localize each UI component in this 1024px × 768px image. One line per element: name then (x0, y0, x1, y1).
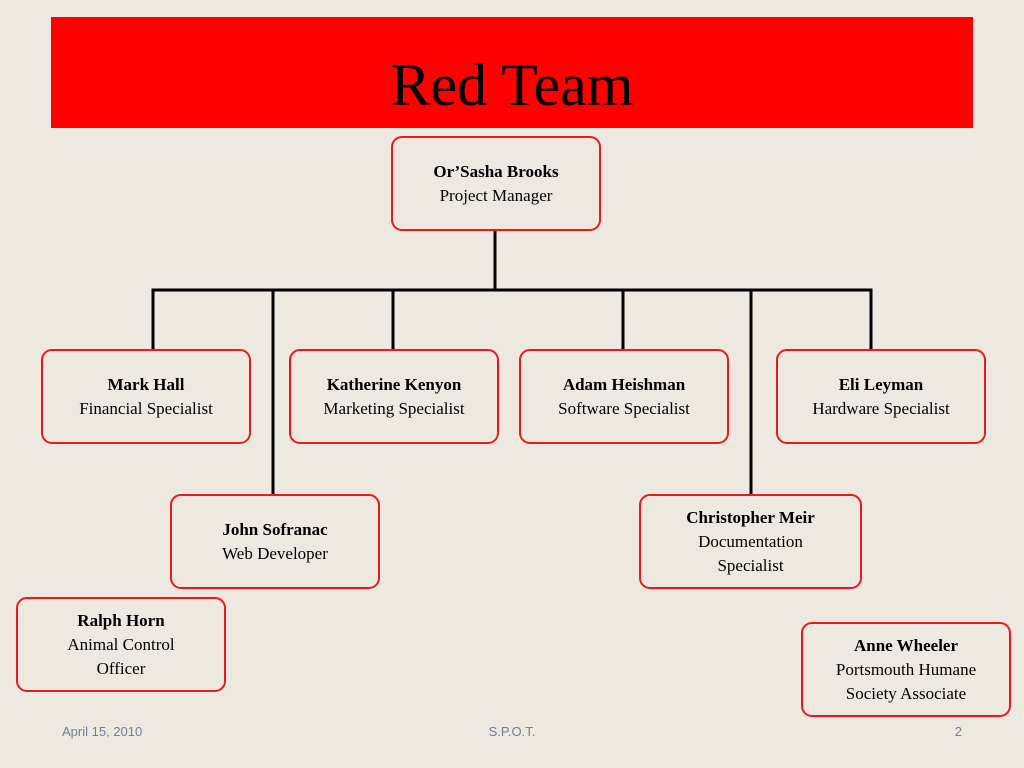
node-name: John Sofranac (222, 519, 328, 539)
node-role: Software Specialist (558, 398, 690, 418)
node-name: Mark Hall (107, 374, 185, 394)
node-role: Documentation Specialist (698, 531, 803, 575)
node-humane-society-associate: Anne Wheeler Portsmouth Humane Society A… (801, 622, 1011, 717)
node-name: Or’Sasha Brooks (433, 161, 559, 181)
node-role: Portsmouth Humane Society Associate (835, 659, 977, 703)
node-documentation-specialist: Christopher Meir Documentation Specialis… (639, 494, 862, 589)
node-role: Web Developer (222, 543, 328, 563)
node-hardware-specialist: Eli Leyman Hardware Specialist (776, 349, 986, 444)
node-role: Marketing Specialist (323, 398, 465, 418)
node-software-specialist: Adam Heishman Software Specialist (519, 349, 729, 444)
page-title: Red Team (390, 52, 634, 118)
node-role: Hardware Specialist (812, 398, 950, 418)
node-name: Eli Leyman (838, 374, 924, 394)
node-name: Anne Wheeler (853, 635, 959, 655)
node-animal-control-officer: Ralph Horn Animal Control Officer (16, 597, 226, 692)
node-project-manager: Or’Sasha Brooks Project Manager (391, 136, 601, 231)
node-name: Katherine Kenyon (326, 374, 462, 394)
node-name: Ralph Horn (77, 610, 165, 630)
footer-title: S.P.O.T. (488, 724, 536, 739)
node-role: Animal Control Officer (67, 634, 175, 678)
node-name: Christopher Meir (686, 507, 815, 527)
node-role: Financial Specialist (79, 398, 213, 418)
footer-page-number: 2 (954, 724, 962, 739)
node-web-developer: John Sofranac Web Developer (170, 494, 380, 589)
footer-date: April 15, 2010 (62, 724, 143, 739)
title-bar: Red Team (51, 17, 973, 128)
node-role: Project Manager (439, 185, 553, 205)
node-name: Adam Heishman (562, 374, 686, 394)
node-marketing-specialist: Katherine Kenyon Marketing Specialist (289, 349, 499, 444)
node-financial-specialist: Mark Hall Financial Specialist (41, 349, 251, 444)
